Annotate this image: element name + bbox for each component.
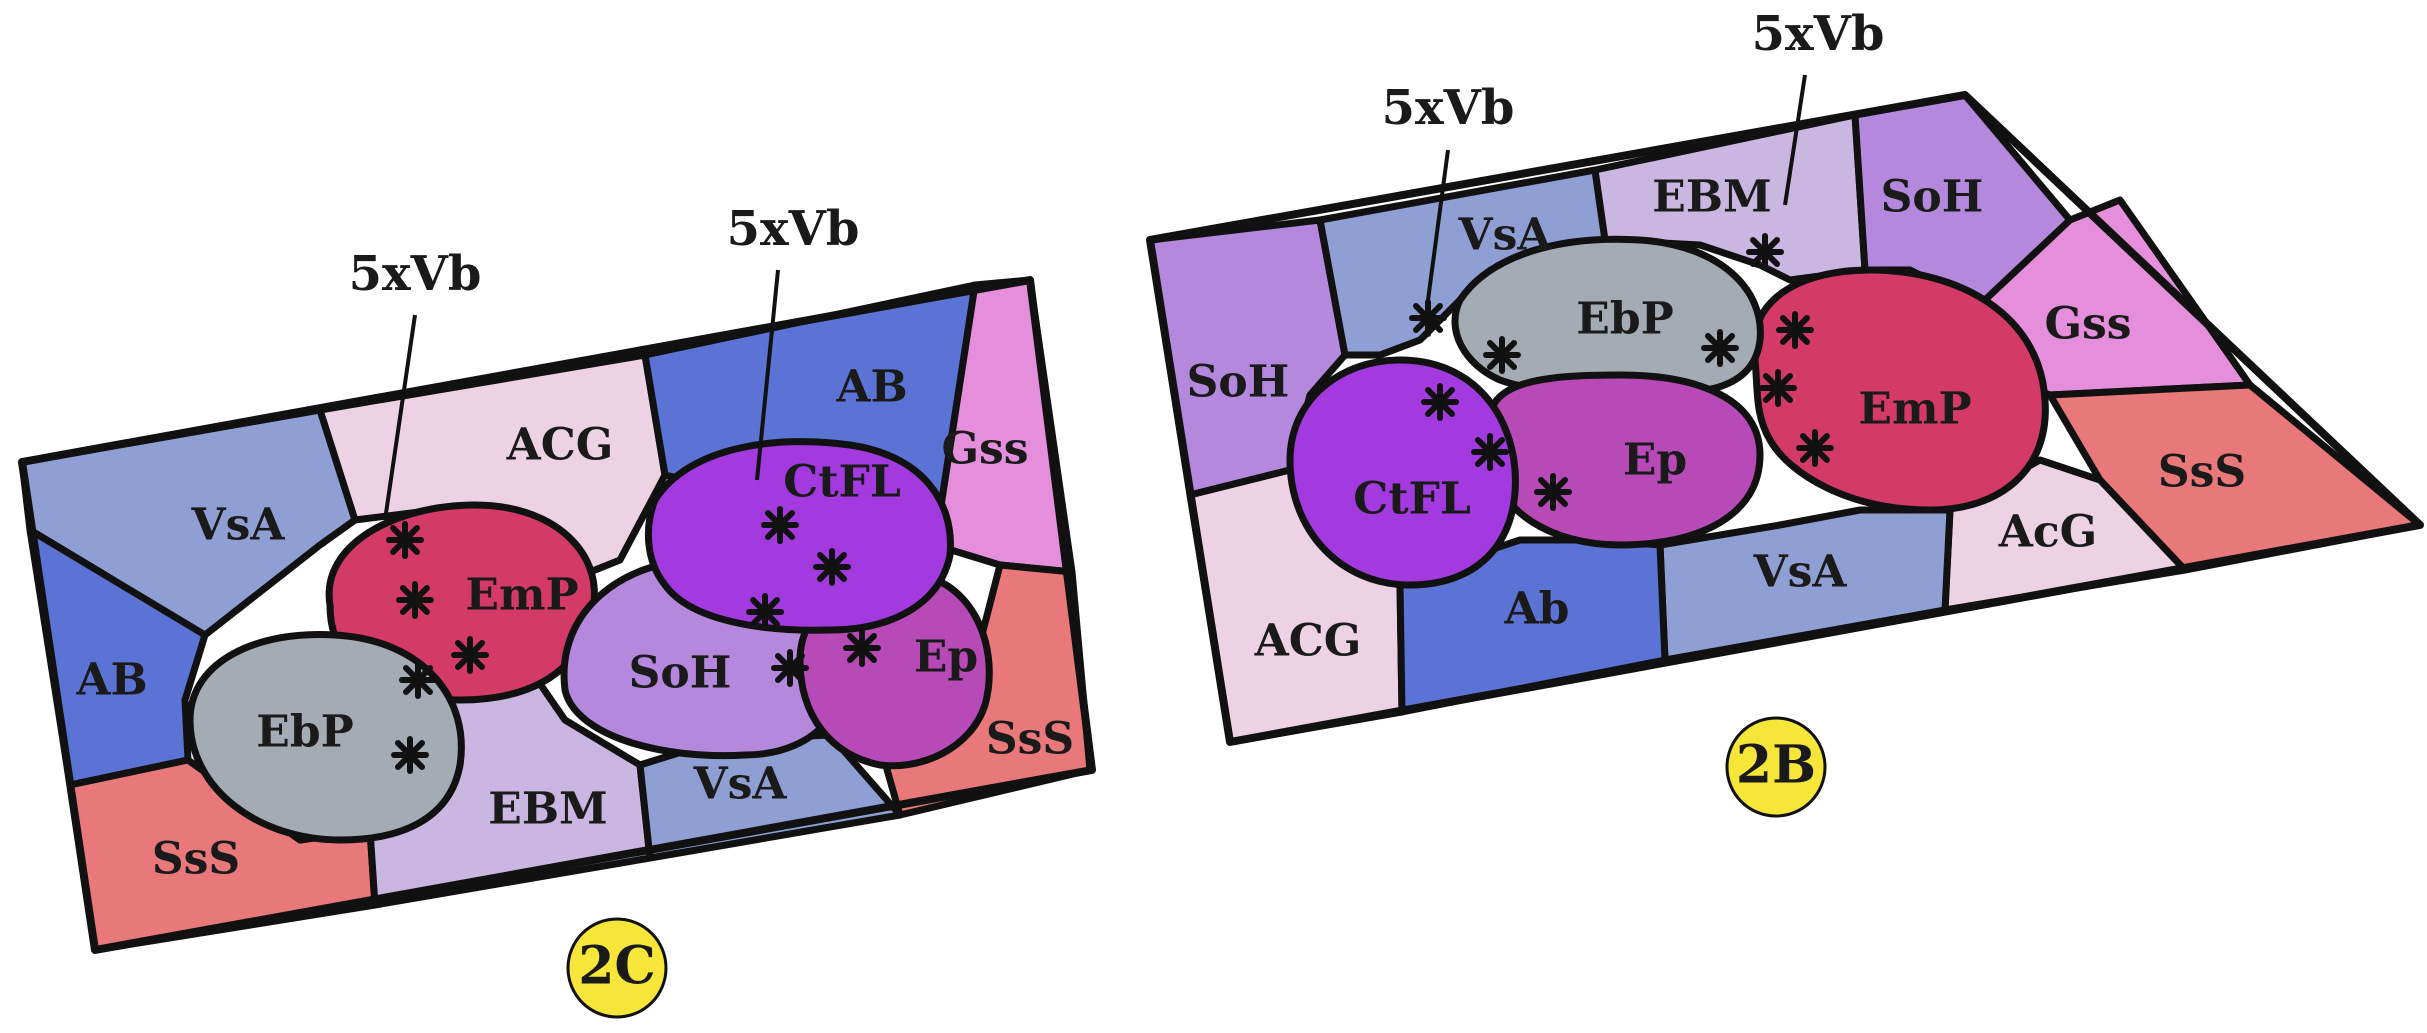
star-mark <box>1409 299 1447 337</box>
star-mark <box>746 593 784 631</box>
badge-2b: 2B <box>1725 716 1827 818</box>
label-soh-right-2b: SoH <box>1881 172 1984 223</box>
badge-circle-2b <box>1725 716 1827 818</box>
panel-2c: VsA AB ACG AB Gss SsS EBM VsA SsS EmP Eb… <box>18 201 1096 1019</box>
blob-ebp-2b <box>1451 235 1764 396</box>
blob-ctfl-2c <box>644 438 954 634</box>
star-mark <box>1746 233 1784 271</box>
star-mark <box>761 506 799 544</box>
label-ebp-2c: EbP <box>256 707 353 758</box>
label-acg-left-2b: ACG <box>1254 616 1362 667</box>
panel-2b-outline <box>1146 91 2424 746</box>
pointer-right-2b <box>1783 74 1807 206</box>
badge-label-2b: 2B <box>1736 735 1816 796</box>
pointer-right-2c <box>755 269 780 481</box>
callout-left-2b: 5xVb <box>1382 80 1515 136</box>
callout-right-2c: 5xVb <box>727 201 860 257</box>
label-vsa-top-2b: VsA <box>1457 210 1552 261</box>
label-sss-left-2c: SsS <box>152 834 240 885</box>
label-sss-2b: SsS <box>2158 447 2246 498</box>
star-mark <box>843 629 881 667</box>
label-soh-left-2b: SoH <box>1187 357 1290 408</box>
star-mark <box>386 521 424 559</box>
label-ab-top-2c: AB <box>835 362 907 413</box>
star-mark <box>1471 433 1509 471</box>
star-mark <box>1776 311 1814 349</box>
pointer-left-2c <box>383 314 417 521</box>
blob-ebp-2c <box>186 630 465 844</box>
pointer-left-2b <box>1426 149 1450 301</box>
star-mark <box>396 581 434 619</box>
label-vsa-bottom-2b: VsA <box>1752 547 1847 598</box>
star-mark <box>813 548 851 586</box>
badge-label-2c: 2C <box>578 936 656 997</box>
label-soh-2c: SoH <box>629 648 732 699</box>
label-ebm-2b: EBM <box>1652 172 1771 223</box>
label-ab-left-2c: AB <box>75 655 147 706</box>
star-mark <box>391 736 429 774</box>
star-mark <box>1701 329 1739 367</box>
star-mark <box>1534 473 1572 511</box>
label-acg-2c: ACG <box>506 420 614 471</box>
panel-2b: SoH ACG VsA EBM SoH Gss SsS AcG VsA Ab C… <box>1146 6 2424 818</box>
stars-2b <box>1409 233 1834 511</box>
label-gss-2c: Gss <box>941 424 1028 475</box>
badge-2c: 2C <box>566 917 668 1019</box>
label-emp-2b: EmP <box>1858 384 1971 435</box>
label-ctfl-2b: CtFL <box>1353 474 1471 525</box>
stars-2c <box>386 506 881 774</box>
label-acg-right-2b: AcG <box>1998 507 2098 558</box>
star-mark <box>1421 383 1459 421</box>
star-mark <box>1759 369 1797 407</box>
panel-2c-outline <box>18 276 1096 954</box>
label-ebp-2b: EbP <box>1576 294 1673 345</box>
label-ctfl-2c: CtFL <box>783 457 901 508</box>
label-vsa-bottom-2c: VsA <box>692 759 787 810</box>
blob-ctfl-2b <box>1286 356 1519 589</box>
label-gss-2b: Gss <box>2044 299 2131 350</box>
callout-right-2b: 5xVb <box>1752 6 1885 62</box>
callout-left-2c: 5xVb <box>349 246 482 302</box>
label-ab-2b: Ab <box>1504 584 1570 635</box>
label-vsa-top-2c: VsA <box>190 500 285 551</box>
label-ep-2c: Ep <box>914 632 978 683</box>
star-mark <box>1796 429 1834 467</box>
label-ep-2b: Ep <box>1623 435 1687 486</box>
star-mark <box>771 649 809 687</box>
star-mark <box>1483 336 1521 374</box>
label-sss-right-2c: SsS <box>986 714 1074 765</box>
label-emp-2c: EmP <box>465 570 578 621</box>
label-ebm-2c: EBM <box>488 784 607 835</box>
star-mark <box>399 661 437 699</box>
star-mark <box>451 636 489 674</box>
badge-circle-2c <box>566 917 668 1019</box>
